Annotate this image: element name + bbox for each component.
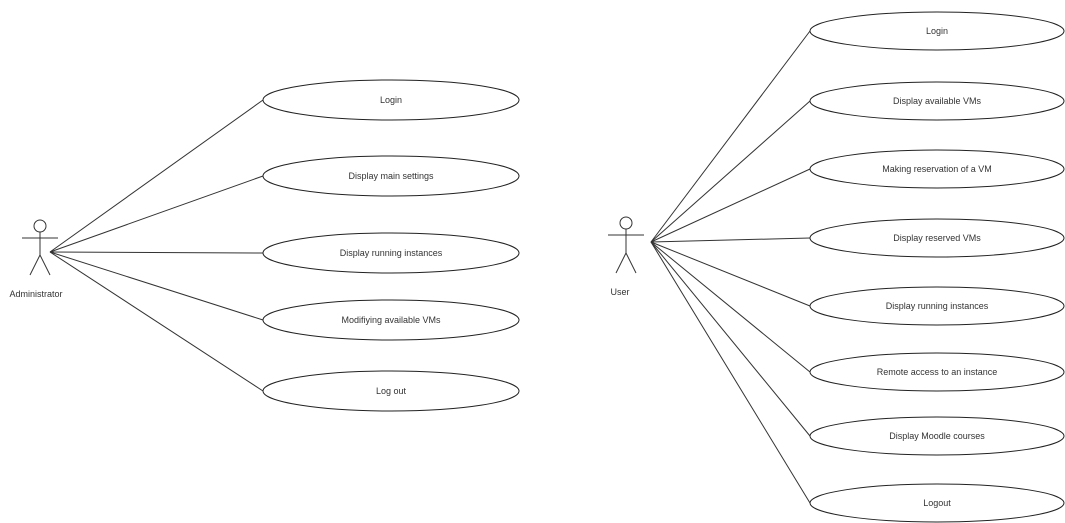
associations: [49, 30, 811, 504]
use-case-label: Login: [926, 26, 948, 36]
assoc-user-available: [650, 100, 811, 243]
use-case-display-reserved-vms: Display reserved VMs: [809, 218, 1065, 258]
use-case-ellipse: [262, 79, 520, 121]
actor-right-leg: [39, 254, 51, 276]
use-case-display-running-instances: Display running instances: [262, 232, 520, 274]
use-case-display-main-settings: Display main settings: [262, 155, 520, 197]
assoc-user-remote: [650, 241, 811, 373]
assoc-user-logout: [650, 241, 811, 504]
use-case-label: Modifiying available VMs: [341, 315, 441, 325]
use-case-label: Making reservation of a VM: [882, 164, 992, 174]
assoc-user-reserved: [650, 237, 811, 243]
assoc-admin-running: [49, 251, 264, 254]
administrator-use-cases: Login Display main settings Display runn…: [262, 79, 520, 412]
use-case-ellipse: [809, 416, 1065, 456]
actor-administrator-name: Administrator: [9, 289, 62, 299]
use-case-ellipse: [262, 299, 520, 341]
use-case-ellipse: [809, 286, 1065, 326]
actor-left-leg: [615, 252, 627, 274]
use-case-display-moodle-courses: Display Moodle courses: [809, 416, 1065, 456]
assoc-user-reservation: [650, 168, 811, 243]
use-case-label: Display main settings: [348, 171, 434, 181]
use-case-ellipse: [262, 155, 520, 197]
use-case-ellipse: [809, 483, 1065, 523]
actor-administrator: Administrator: [9, 219, 63, 299]
assoc-admin-login: [49, 99, 264, 253]
assoc-user-running: [650, 241, 811, 307]
actor-user: User: [608, 216, 644, 297]
use-case-label: Display reserved VMs: [893, 233, 981, 243]
assoc-user-login: [650, 30, 811, 243]
actor-user-name: User: [610, 287, 629, 297]
use-case-ellipse: [262, 370, 520, 412]
use-case-label: Display available VMs: [893, 96, 982, 106]
use-case-modifying-available-vms: Modifiying available VMs: [262, 299, 520, 341]
use-case-login: Login: [262, 79, 520, 121]
use-case-label: Log out: [376, 386, 407, 396]
actor-head: [33, 219, 47, 233]
use-case-ellipse: [262, 232, 520, 274]
assoc-admin-settings: [49, 175, 264, 253]
actor-head: [619, 216, 633, 230]
use-case-ellipse: [809, 81, 1065, 121]
use-case-label: Remote access to an instance: [877, 367, 998, 377]
use-case-ellipse: [809, 149, 1065, 189]
assoc-admin-modify: [49, 251, 264, 321]
use-case-ellipse: [809, 352, 1065, 392]
use-case-making-reservation: Making reservation of a VM: [809, 149, 1065, 189]
assoc-user-moodle: [650, 241, 811, 437]
use-case-ellipse: [809, 218, 1065, 258]
user-use-cases: Login Display available VMs Making reser…: [809, 11, 1065, 523]
use-case-label: Display running instances: [340, 248, 443, 258]
use-case-remote-access: Remote access to an instance: [809, 352, 1065, 392]
use-case-display-running-instances: Display running instances: [809, 286, 1065, 326]
use-case-label: Display Moodle courses: [889, 431, 985, 441]
assoc-admin-logout: [49, 251, 264, 392]
use-case-display-available-vms: Display available VMs: [809, 81, 1065, 121]
use-case-label: Display running instances: [886, 301, 989, 311]
actor-left-leg: [29, 254, 41, 276]
use-case-label: Login: [380, 95, 402, 105]
use-case-login: Login: [809, 11, 1065, 51]
use-case-logout: Logout: [809, 483, 1065, 523]
use-case-log-out: Log out: [262, 370, 520, 412]
actor-right-leg: [625, 252, 637, 274]
use-case-ellipse: [809, 11, 1065, 51]
use-case-label: Logout: [923, 498, 951, 508]
